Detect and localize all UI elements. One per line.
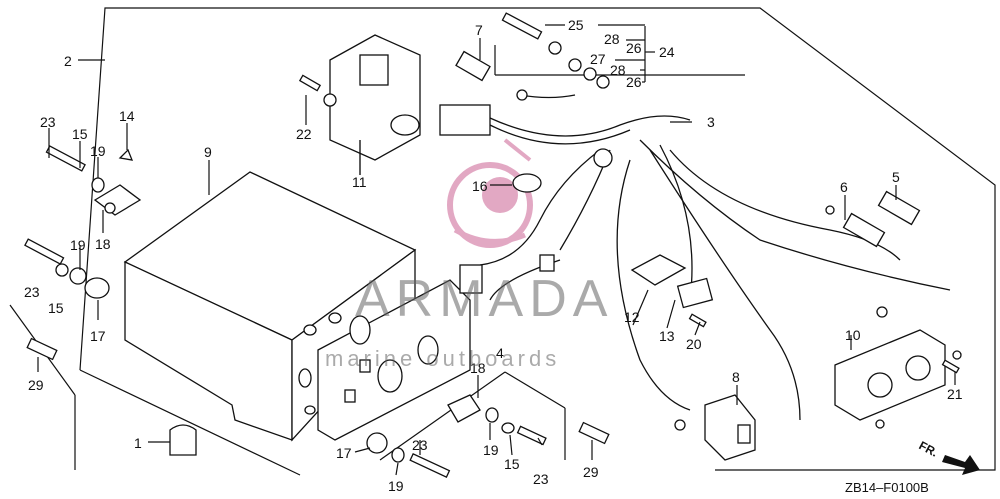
fastener-stack-lower [24, 238, 110, 299]
module-13 [676, 277, 714, 309]
callout-19-right: 19 [483, 442, 499, 458]
harness-clamp [512, 173, 542, 193]
callout-15-bottom: 15 [504, 456, 520, 472]
leader-lines [37, 24, 956, 476]
callout-7: 7 [475, 22, 483, 38]
callout-16: 16 [472, 178, 488, 194]
terminal-7 [455, 50, 491, 82]
breaker-6 [842, 212, 886, 248]
callout-18-right: 18 [470, 360, 486, 376]
callout-23-bottom: 23 [412, 437, 428, 453]
callout-24: 24 [659, 44, 675, 60]
fastener-stack-upper [45, 145, 142, 216]
switch-8 [704, 394, 756, 461]
ignition-coil [323, 34, 421, 175]
callout-12: 12 [624, 309, 640, 325]
screw-22 [298, 74, 322, 92]
callout-29-right: 29 [583, 464, 599, 480]
callout-15-upper: 15 [72, 126, 88, 142]
callout-1: 1 [134, 435, 142, 451]
fastener-29-left [26, 337, 58, 361]
callout-23-lower: 23 [24, 284, 40, 300]
callout-27: 27 [590, 51, 606, 67]
callout-17-left: 17 [90, 328, 106, 344]
callout-19-bottom: 19 [388, 478, 404, 494]
callout-28-lower: 28 [610, 62, 626, 78]
front-arrow-icon [942, 455, 980, 475]
callout-9: 9 [204, 144, 212, 160]
breaker-5 [877, 190, 921, 226]
callout-11: 11 [352, 174, 367, 190]
callout-3: 3 [707, 114, 715, 130]
diagram-code: ZB14–F0100B [845, 480, 929, 495]
callout-14: 14 [119, 108, 135, 124]
callout-8: 8 [732, 369, 740, 385]
callout-labels: 1 2 3 4 5 6 7 8 9 10 11 12 13 14 15 15 1… [24, 17, 963, 494]
watermark-tagline: marine outboards [325, 346, 560, 371]
callout-5: 5 [892, 169, 900, 185]
callout-26-upper: 26 [626, 40, 642, 56]
wire-harness [439, 89, 962, 431]
armada-logo [447, 138, 533, 248]
assembly-boundary [9, 7, 996, 476]
callout-15-lower: 15 [48, 300, 64, 316]
callout-29-left: 29 [28, 377, 44, 393]
callout-group-bracket [598, 24, 645, 83]
callout-6: 6 [840, 179, 848, 195]
bolt-washer-set [501, 12, 610, 89]
callout-2: 2 [64, 53, 72, 69]
bracket-12 [630, 254, 687, 286]
callout-26-lower: 26 [626, 74, 642, 90]
callout-17-bottom: 17 [336, 445, 352, 461]
callout-22: 22 [296, 126, 312, 142]
callout-10: 10 [845, 327, 861, 343]
callout-23-right: 23 [533, 471, 549, 487]
screw-20 [688, 313, 707, 328]
callout-13: 13 [659, 328, 675, 344]
cap-1 [169, 424, 197, 456]
screw-21 [941, 359, 960, 374]
callout-19-lower: 19 [70, 237, 86, 253]
receptacle [834, 329, 946, 421]
fastener-29-right [578, 421, 610, 445]
watermark-brand: ARMADA [355, 270, 613, 328]
callout-25: 25 [568, 17, 584, 33]
fastener-stack-right [447, 394, 547, 446]
front-label: FR. [917, 438, 941, 459]
callout-20: 20 [686, 336, 702, 352]
callout-4: 4 [496, 345, 504, 361]
callout-28-upper: 28 [604, 31, 620, 47]
fastener-stack-bottom [366, 432, 451, 478]
callout-23-upper: 23 [40, 114, 56, 130]
front-panel [317, 279, 471, 441]
callout-21: 21 [947, 386, 963, 402]
callout-19-upper: 19 [90, 143, 106, 159]
clip-14 [118, 148, 134, 161]
callout-18-left: 18 [95, 236, 111, 252]
